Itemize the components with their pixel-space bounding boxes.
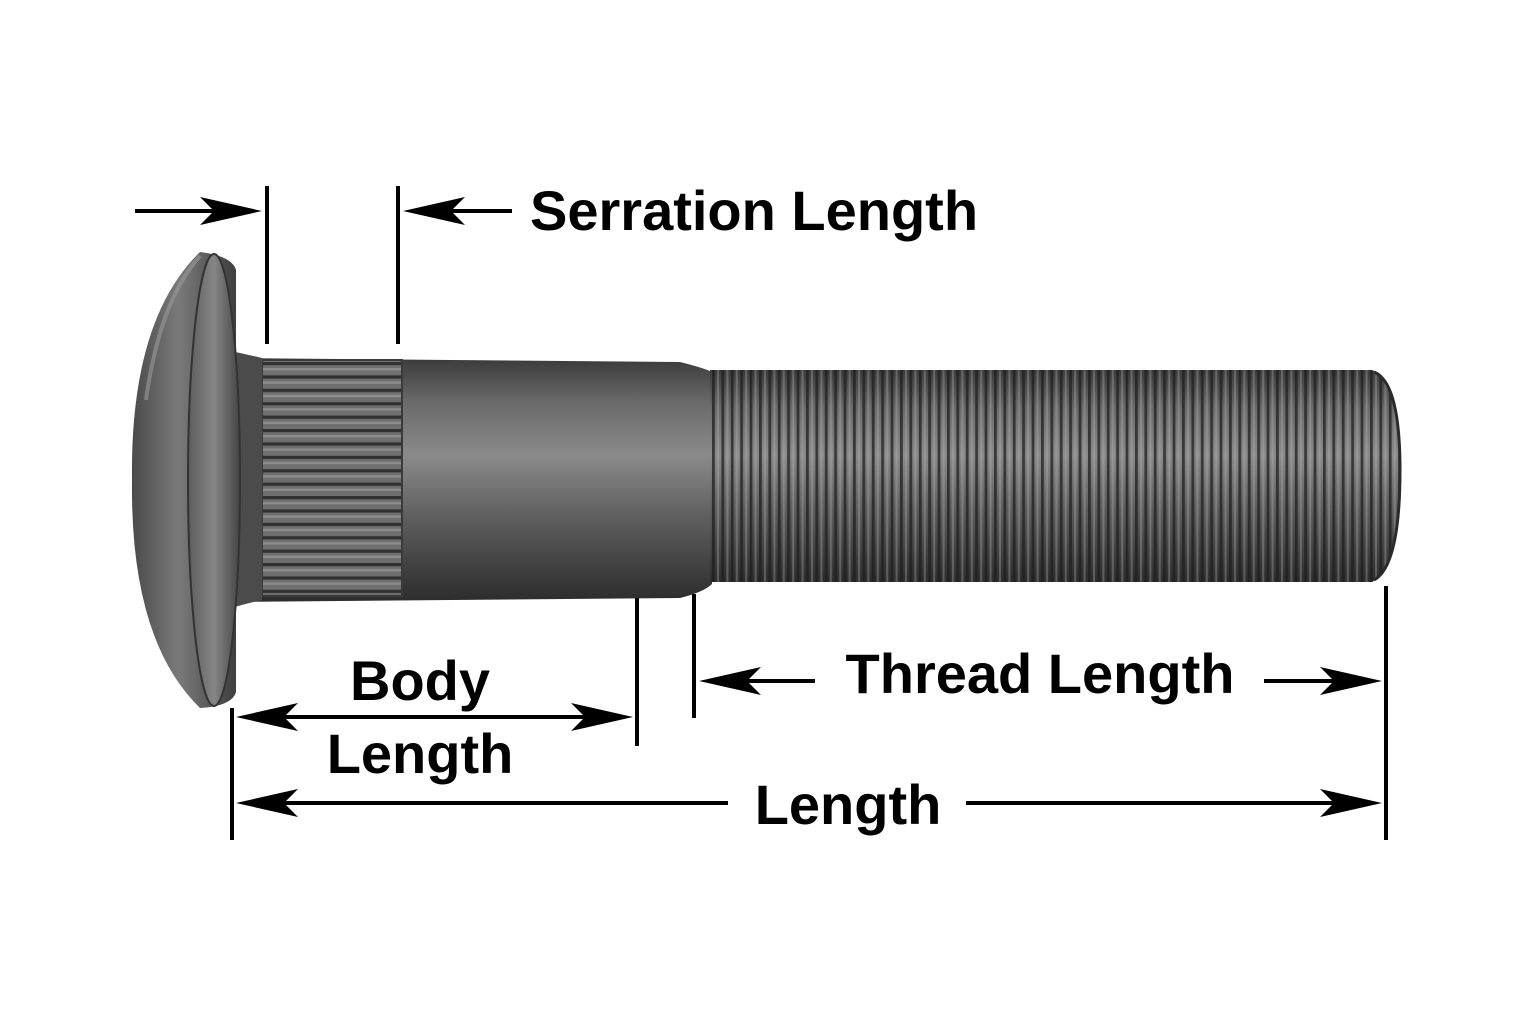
body-arrowhead-right: [571, 703, 633, 731]
body-label-line1: Body: [350, 649, 490, 712]
serration-arrowhead-left: [200, 197, 262, 225]
wheel-stud-picture: [131, 252, 1402, 708]
thread-arrowhead-left: [699, 667, 761, 695]
length-label: Length: [755, 773, 942, 836]
arrowheads: [200, 197, 1382, 817]
thread-length-label: Thread Length: [846, 642, 1235, 705]
body-arrowhead-left: [236, 703, 298, 731]
serration-arrowhead-right: [403, 197, 465, 225]
stud-thread: [710, 370, 1402, 582]
body-label-line2: Length: [327, 722, 514, 785]
serration-length-label: Serration Length: [530, 179, 978, 242]
thread-arrowhead-right: [1320, 667, 1382, 695]
length-arrowhead-left: [236, 789, 298, 817]
length-arrowhead-right: [1320, 789, 1382, 817]
stud-serration: [261, 359, 403, 597]
stud-head-rim: [187, 253, 241, 707]
